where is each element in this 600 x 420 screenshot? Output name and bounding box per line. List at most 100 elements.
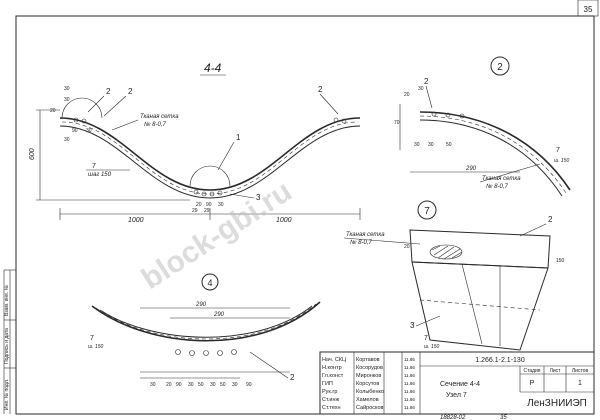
dim-right: 1000 bbox=[276, 217, 292, 224]
n7-callout-2: 2 bbox=[548, 215, 553, 224]
n2-dim-1: 30 bbox=[418, 86, 424, 92]
nb-dim-3: 30 bbox=[188, 382, 194, 388]
node-2-badge-text: 2 bbox=[497, 62, 503, 73]
dim-tl-5: 30 bbox=[64, 137, 70, 143]
n2-callout-7: 7 bbox=[556, 147, 560, 154]
tb-role-6: Ст.техн bbox=[322, 405, 341, 411]
nb-shag: ш. 150 bbox=[88, 344, 103, 350]
tb-caption-2: Узел 7 bbox=[446, 392, 467, 399]
n2-mesh-label: Тканая сетка bbox=[482, 176, 521, 182]
tb-role-0: Нач. СКЦ bbox=[322, 357, 346, 363]
n7-callout-3: 3 bbox=[410, 321, 415, 330]
n2-dim-5: 50 bbox=[446, 142, 452, 148]
tb-date-6: 11.86 bbox=[404, 405, 415, 410]
tb-name-3: Корсутов bbox=[356, 381, 379, 387]
n2-mesh-spec: № 8-0,7 bbox=[486, 183, 509, 190]
n2-dim-3: 30 bbox=[414, 142, 420, 148]
tb-sheets: 1 bbox=[578, 380, 582, 387]
node-2-outer bbox=[419, 111, 571, 191]
n7-mesh-spec: № 8-0,7 bbox=[350, 239, 373, 246]
node-2: 2 20 30 70 30 30 50 290 Тканая сетка № 8… bbox=[394, 56, 571, 197]
tb-sheet-label: Лист bbox=[550, 368, 562, 374]
node-bottom-badge-text: 4 bbox=[207, 278, 212, 288]
section-title: 4-4 bbox=[204, 61, 222, 75]
title-rows: Нач. СКЦ Кортавов 11.86 Н.контр Косорудо… bbox=[322, 357, 415, 411]
tb-role-3: ГИП bbox=[322, 381, 333, 387]
node-7: 7 2 150 3 7 ш. 150 20 Тканая сетка № 8-0… bbox=[343, 200, 565, 351]
nb-callout-2: 2 bbox=[290, 373, 295, 382]
sheet-frame bbox=[15, 15, 595, 415]
callout-2a: 2 bbox=[106, 87, 111, 96]
callout-7: 7 bbox=[92, 163, 96, 170]
node-2-mesh bbox=[419, 115, 567, 194]
tb-caption-1: Сечение 4-4 bbox=[440, 381, 480, 388]
dim-tl-0: 30 bbox=[64, 86, 70, 92]
tb-doc-code: 1.266.1-2.1-130 bbox=[475, 357, 525, 364]
tb-name-4: Колыбенко bbox=[356, 389, 384, 395]
tb-role-5: Ст.инж bbox=[322, 397, 340, 403]
nb-dim-5: 30 bbox=[210, 382, 216, 388]
wave-bolts bbox=[73, 117, 347, 197]
n7-mesh-label: Тканая сетка bbox=[346, 232, 385, 238]
n2-dim-0: 20 bbox=[404, 92, 410, 98]
tb-date-1: 11.86 bbox=[404, 365, 415, 370]
n2-callout-2: 2 bbox=[424, 77, 429, 86]
nb-dim-2: 90 bbox=[176, 382, 182, 388]
tb-role-2: Гл.конст bbox=[322, 373, 344, 379]
mesh-hatch bbox=[431, 245, 463, 260]
dim-height: 600 bbox=[29, 148, 36, 160]
section-4-4: 4-4 600 1000 1000 bbox=[29, 61, 361, 224]
tb-name-6: Сайросков bbox=[356, 404, 384, 411]
tb-date-4: 11.86 bbox=[404, 389, 415, 394]
tb-sheets-label: Листов bbox=[572, 368, 589, 374]
tb-name-1: Косорудов bbox=[356, 365, 383, 371]
node-bottom: 4 290 290 7 ш. 150 2 30 20 90 30 50 30 5… bbox=[88, 273, 321, 388]
n2-dim-290: 290 bbox=[465, 166, 477, 172]
page-number-box bbox=[577, 0, 599, 17]
node-7-badge bbox=[417, 200, 437, 220]
node-7-panel-top bbox=[409, 229, 551, 269]
callout-3: 3 bbox=[256, 193, 261, 202]
node-2-inner bbox=[419, 119, 563, 197]
dim-tl-2: 20 bbox=[50, 108, 56, 114]
tb-stage: Р bbox=[530, 380, 535, 387]
nb-dim-4: 50 bbox=[198, 382, 204, 388]
nb-bolts bbox=[175, 349, 237, 356]
bottom-page: 35 bbox=[500, 415, 507, 420]
dim-bc-3: 90 bbox=[206, 202, 212, 208]
node-7-panel bbox=[411, 261, 549, 351]
nb-dim-0: 30 bbox=[150, 382, 156, 388]
callout-1: 1 bbox=[236, 133, 241, 142]
strip-label-1: Инв. № подл. bbox=[4, 379, 10, 410]
nb-callout-7: 7 bbox=[90, 335, 94, 342]
nb-mesh bbox=[95, 303, 317, 340]
tb-stage-label: Стадия bbox=[523, 368, 540, 374]
node-7-badge-text: 7 bbox=[424, 206, 430, 217]
bottom-code: 18828-02 bbox=[440, 415, 466, 420]
dim-bc-4: 30 bbox=[218, 202, 224, 208]
tb-date-3: 11.86 bbox=[404, 381, 415, 386]
mesh-spec: № 8-0,7 bbox=[144, 121, 167, 128]
tb-date-2: 11.86 bbox=[404, 373, 415, 378]
nb-dim-1: 20 bbox=[166, 382, 172, 388]
title-block: Нач. СКЦ Кортавов 11.86 Н.контр Косорудо… bbox=[319, 351, 595, 415]
callout-2b: 2 bbox=[128, 87, 133, 96]
dim-bc-0: 29 bbox=[192, 208, 198, 214]
n7-shag: ш. 150 bbox=[424, 344, 439, 350]
tb-role-1: Н.контр bbox=[322, 365, 342, 371]
tb-name-2: Миронков bbox=[356, 373, 381, 379]
strip-label-3: Взам. инв. № bbox=[4, 285, 10, 316]
n7-callout-7: 7 bbox=[424, 335, 428, 342]
shag-label: шаг 150 bbox=[88, 172, 112, 178]
dim-tl-1: 30 bbox=[64, 97, 70, 103]
tb-date-0: 11.86 bbox=[404, 357, 415, 362]
page-number: 35 bbox=[584, 5, 593, 14]
n2-dim-2: 70 bbox=[394, 120, 400, 126]
dim-bc-1: 29 bbox=[204, 208, 210, 214]
dim-tl-4: 30 bbox=[86, 128, 92, 134]
detail-arc-center bbox=[189, 165, 231, 187]
nb-dim-6: 50 bbox=[220, 382, 226, 388]
nb-outer bbox=[91, 301, 321, 342]
tb-role-4: Рук.гр bbox=[322, 389, 337, 395]
wave-outer bbox=[59, 117, 361, 191]
